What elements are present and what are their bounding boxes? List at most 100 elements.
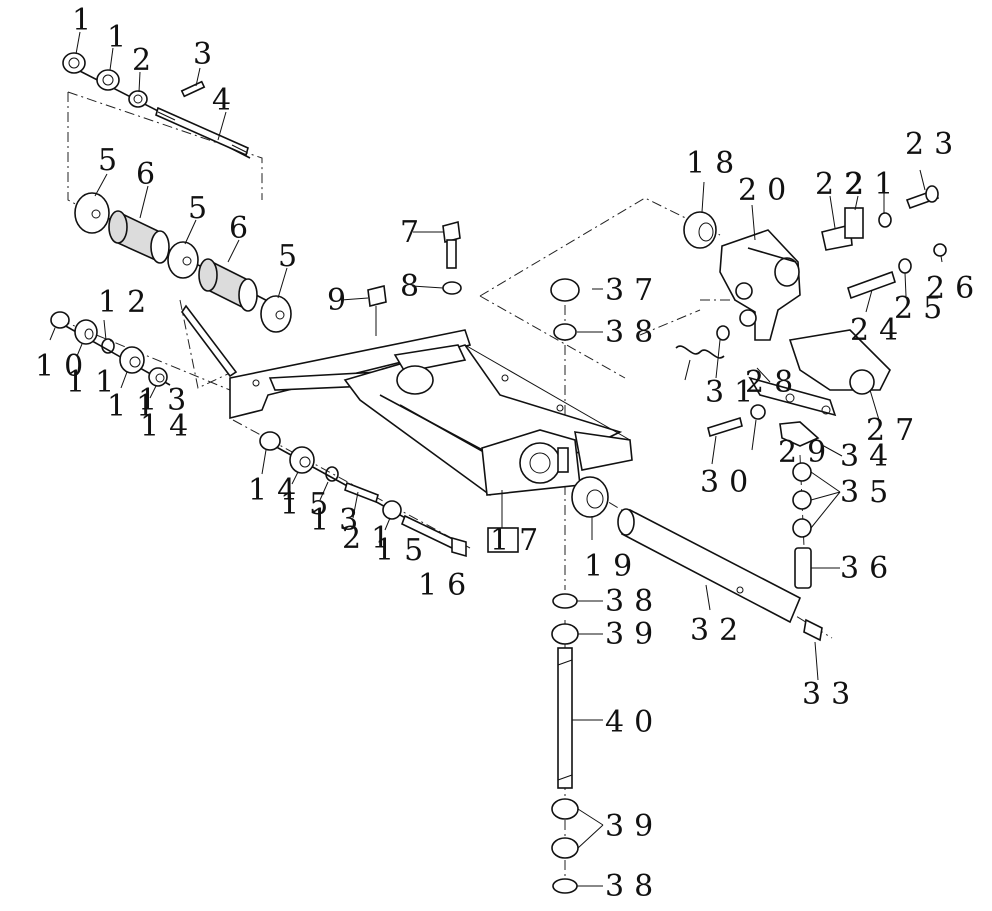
nut-39a [551, 623, 579, 645]
swing-arm-frame [181, 304, 633, 496]
nut-39c [551, 837, 579, 859]
callout-4: 4 [212, 83, 241, 118]
callout-34: 34 [840, 439, 898, 474]
callout-15b: 15 [375, 533, 433, 568]
washer-2 [128, 90, 148, 108]
callout-11a: 11 [66, 365, 124, 400]
callout-17: 17 [490, 523, 548, 558]
nut-1b [96, 69, 120, 91]
upper-shaft-assembly [62, 52, 251, 159]
washer-10 [50, 311, 70, 329]
callout-15: 15 [280, 487, 338, 522]
fitting-26 [933, 243, 947, 257]
callout-38b: 38 [605, 584, 663, 619]
ring-12 [101, 338, 115, 354]
callout-12b: 21 [342, 521, 400, 556]
callout-38c: 38 [605, 869, 663, 904]
callout-14: 14 [140, 409, 198, 444]
fitting-33 [803, 618, 823, 642]
callout-13: 13 [138, 383, 196, 418]
roller-assembly [74, 192, 292, 333]
callout-21: 21 [845, 167, 903, 202]
shaft-4 [155, 106, 249, 157]
ring-22 [878, 212, 892, 228]
bushing-15 [289, 446, 315, 474]
callout-20: 20 [738, 173, 796, 208]
callout-10: 10 [35, 349, 93, 384]
callout-28: 28 [745, 365, 803, 400]
callout-39b: 39 [605, 809, 663, 844]
bushing-18 [683, 211, 717, 249]
callout-6a: 6 [136, 157, 165, 192]
washer-29 [750, 404, 766, 420]
callout-8: 8 [400, 269, 429, 304]
callout-1b: 1 [107, 20, 136, 55]
stud-40 [557, 647, 573, 789]
callout-6b: 6 [229, 211, 258, 246]
lower-bolt-assembly [259, 431, 467, 558]
callout-5c: 5 [278, 239, 307, 274]
callout-35: 35 [840, 475, 898, 510]
bolt-7-shank [446, 239, 457, 269]
callout-7: 7 [400, 215, 429, 250]
bushing-35c [792, 518, 812, 538]
callout-31: 31 [705, 375, 763, 410]
pin-3 [180, 80, 206, 98]
callout-2: 2 [132, 43, 161, 78]
ring-21b [716, 325, 730, 341]
callout-5b: 5 [188, 191, 217, 226]
callout-32: 32 [690, 613, 748, 648]
stud-column [550, 278, 580, 894]
callout-16: 16 [418, 568, 476, 603]
callout-29: 29 [778, 435, 836, 470]
callout-11b: 11 [107, 389, 165, 424]
spring-31 [675, 345, 725, 359]
label-17-box [487, 527, 519, 553]
bolt-30 [707, 416, 743, 438]
left-pivot-parts [50, 311, 171, 387]
lock-washer-8 [442, 281, 462, 295]
callout-38a: 38 [605, 315, 663, 350]
washer-15b [382, 500, 402, 520]
grease-nipple-9 [367, 285, 387, 307]
cross-shaft-assembly [571, 476, 823, 642]
callout-37: 37 [605, 273, 663, 308]
callout-19: 19 [584, 549, 642, 584]
callout-30: 30 [700, 465, 758, 500]
callout-14b: 14 [248, 473, 306, 508]
callout-26: 26 [926, 271, 984, 306]
washer-38a [553, 323, 577, 341]
link-28 [748, 376, 837, 417]
callout-3: 3 [193, 37, 222, 72]
washer-38b [552, 593, 578, 609]
nut-1a [62, 52, 86, 74]
callout-23: 23 [905, 127, 963, 162]
nut-39b [551, 798, 579, 820]
pin-24 [847, 270, 896, 300]
top-bolt-parts [367, 220, 462, 336]
bushing-11a [74, 319, 98, 345]
callout-18: 18 [686, 146, 744, 181]
bolt-7-head [442, 220, 461, 244]
collar-12b [344, 481, 379, 504]
callout-25: 25 [894, 291, 952, 326]
callout-22: 22 [815, 167, 873, 202]
callout-40: 40 [605, 705, 663, 740]
callout-1a: 1 [72, 3, 101, 38]
nut-37 [550, 278, 580, 302]
link-34 [779, 421, 820, 447]
callout-33: 33 [802, 677, 860, 712]
right-bracket-assembly [675, 185, 947, 589]
callout-36: 36 [840, 551, 898, 586]
washer-14b [259, 431, 281, 451]
callout-13b: 13 [310, 503, 368, 538]
ring-13b [325, 466, 339, 482]
washer-38c [552, 878, 578, 894]
leader-lines [49, 31, 943, 887]
callout-5a: 5 [98, 143, 127, 178]
callout-39a: 39 [605, 617, 663, 652]
callout-27: 27 [866, 413, 924, 448]
callout-labels: 1 1 2 3 4 5 6 5 6 5 7 8 9 10 11 12 11 14… [35, 3, 984, 904]
